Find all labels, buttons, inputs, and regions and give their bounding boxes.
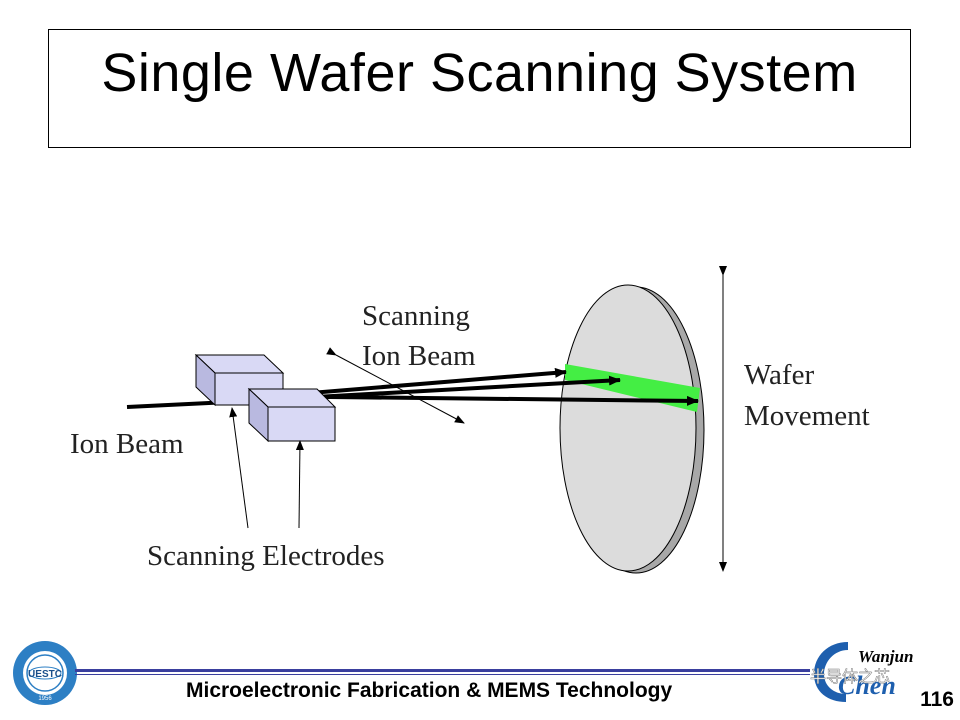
wechat-overlay-text: 半导体之芯 xyxy=(810,667,890,686)
label-wafer-movement-1: Wafer xyxy=(744,359,814,391)
scan-direction-arrow xyxy=(326,347,465,424)
uestc-logo: UESTC 1956 xyxy=(13,641,77,705)
course-title: Microelectronic Fabrication & MEMS Techn… xyxy=(186,679,673,702)
label-ion-beam: Ion Beam xyxy=(70,428,184,460)
chen-text: Chen xyxy=(838,671,896,700)
label-scanning-ion-beam-1: Scanning xyxy=(362,300,470,332)
label-scanning-electrodes: Scanning Electrodes xyxy=(147,540,385,572)
slide-title: Single Wafer Scanning System xyxy=(101,43,858,103)
electrode-pointer-right xyxy=(295,440,304,529)
page-number: 116 xyxy=(920,688,954,711)
footer-rule-thick xyxy=(75,669,810,672)
electrode-pointer-left xyxy=(229,407,249,529)
label-wafer-movement-2: Movement xyxy=(744,400,870,432)
wanjun-text: Wanjun xyxy=(858,647,913,666)
title-box: Single Wafer Scanning System xyxy=(48,29,911,148)
label-scanning-ion-beam-2: Ion Beam xyxy=(362,340,476,372)
uestc-logo-year: 1956 xyxy=(38,696,52,702)
footer-rule-thin xyxy=(75,674,810,675)
wafer xyxy=(559,284,705,574)
wanjun-chen-logo: Wanjun Chen 半导体之芯 xyxy=(810,642,913,702)
electrode-front-front xyxy=(267,406,336,442)
wafer-face xyxy=(559,284,697,572)
uestc-logo-text: UESTC xyxy=(28,669,62,680)
scanning-electrode-front xyxy=(247,387,337,443)
